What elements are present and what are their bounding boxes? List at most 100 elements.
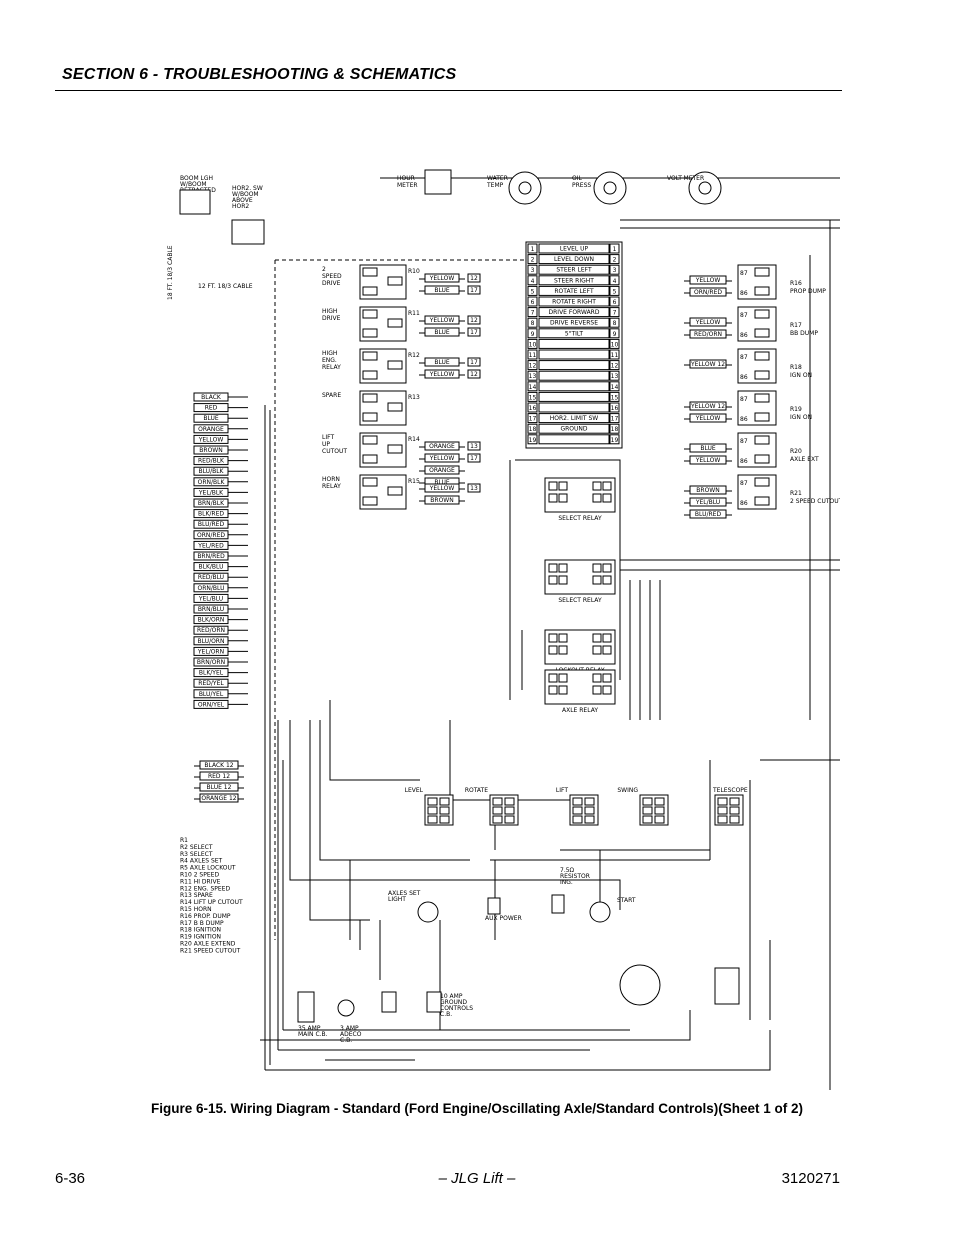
relay-wire-label: YELLOW (429, 275, 455, 282)
component-label: 18 FT. 18/3 CABLE (167, 245, 174, 300)
switch-pin (717, 806, 728, 815)
terminal-number-right (609, 338, 620, 349)
harness-wire-label: YEL/ORN (197, 648, 224, 655)
terminal-cell (538, 391, 610, 402)
bottom-wire-label-box (199, 771, 239, 781)
small-relay-pin (592, 575, 602, 585)
relay-id: R18 (790, 364, 802, 371)
terminal-number-left (527, 296, 538, 307)
relay-pin: 86 (740, 458, 748, 465)
switch-pin (504, 815, 515, 824)
terminal-cell (538, 402, 610, 413)
harness-wire-label: BLACK (201, 394, 222, 401)
terminal-label: ROTATE LEFT (554, 288, 594, 295)
boom-switch-icon (179, 189, 211, 215)
small-relay-pin (558, 685, 568, 695)
terminal-number-right (609, 349, 620, 360)
component-label: W/BOOM (232, 191, 259, 198)
terminal-number: 17 (611, 416, 619, 423)
terminal-number: 6 (613, 299, 617, 306)
terminal-cell (538, 254, 610, 265)
small-relay-label: SELECT RELAY (558, 515, 602, 522)
relay-contact (754, 393, 770, 403)
relay-pin: 86 (740, 500, 748, 507)
bottom-wire-label-box (199, 793, 239, 803)
relay-wire-label: ORANGE (429, 467, 455, 474)
terminal-number: 9 (613, 331, 617, 338)
small-relay-pin (602, 563, 612, 573)
relay-wire-label: YEL/BLU (695, 499, 720, 506)
terminal-cell (538, 423, 610, 434)
harness-wire-label: YEL/BLU (198, 595, 223, 602)
switch-pin (427, 815, 438, 824)
adeco-breaker-icon (337, 999, 355, 1017)
relay-wire-label: YELLOW (429, 317, 455, 324)
terminal-label: LEVEL UP (560, 246, 589, 253)
relay-terminal-box (467, 327, 481, 337)
relay-contact (387, 360, 403, 370)
harness-wire-label: ORN/BLU (198, 585, 225, 592)
relay-id: R20 (790, 448, 802, 455)
switch-pin (572, 815, 583, 824)
terminal-cell (538, 264, 610, 275)
harness-wire-label: BLK/RED (198, 511, 224, 518)
terminal-cell (538, 296, 610, 307)
relay-terminal: 13 (470, 443, 478, 450)
terminal-cell (538, 317, 610, 328)
relay-pin: 86 (740, 332, 748, 339)
terminal-number-left (527, 328, 538, 339)
terminal-label: DRIVE FORWARD (549, 309, 600, 316)
terminal-number: 19 (529, 437, 537, 444)
switch-pin (584, 815, 595, 824)
bottom-wire-label: RED 12 (208, 773, 230, 780)
component-label: C.B. (340, 1037, 352, 1044)
relay-pin: 87 (740, 312, 748, 319)
resistor-block-icon (551, 894, 565, 914)
harness-wire-label: BRN/ORN (197, 659, 225, 666)
bottom-wire-label: BLACK 12 (204, 762, 233, 769)
relay-label: HIGH (322, 350, 337, 357)
terminal-number: 3 (531, 267, 535, 274)
terminal-number-right (609, 296, 620, 307)
relay-contact (362, 267, 378, 277)
relay-contact (754, 267, 770, 277)
terminal-number: 13 (529, 373, 537, 380)
component-label: HOR2 (232, 203, 249, 210)
small-relay-pin (558, 481, 568, 491)
relay-wire-label-box (689, 329, 727, 339)
legend-entry: R3 SELECT (180, 851, 213, 858)
legend-entry: R16 PROP. DUMP (180, 913, 231, 920)
relay-label: AXLE EXT (790, 456, 819, 463)
relay-pin: 87 (740, 438, 748, 445)
header-divider (55, 90, 842, 91)
harness-wire-label: RED/BLK (198, 458, 225, 465)
relay-wire-label-box (689, 497, 727, 507)
terminal-number: 12 (611, 363, 619, 370)
terminal-number: 18 (529, 426, 537, 433)
switch-pin (642, 806, 653, 815)
terminal-number-right (609, 434, 620, 445)
relay-wire-label-box (424, 495, 460, 505)
relay-wire-label: BLUE (434, 479, 450, 486)
terminal-label: HOR2. LIMIT SW (550, 415, 598, 422)
legend-entry: R1 (180, 837, 188, 844)
terminal-cell (538, 275, 610, 286)
terminal-cell (538, 328, 610, 339)
small-relay-pin (548, 685, 558, 695)
breaker-icon (381, 991, 397, 1013)
small-relay-label: AXLE RELAY (562, 707, 598, 714)
bottom-wire-label-box (199, 760, 239, 770)
relay-terminal: 12 (470, 275, 478, 282)
relay-label: BB DUMP (790, 330, 818, 337)
terminal-number-left (527, 307, 538, 318)
small-relay-pin (602, 633, 612, 643)
relay-pin: 87 (740, 480, 748, 487)
terminal-label: STEER RIGHT (554, 277, 594, 284)
terminal-label: 5"TILT (565, 330, 584, 337)
page-number: 6-36 (55, 1170, 86, 1187)
relay-wire-label-box (689, 287, 727, 297)
relay-contact (362, 477, 378, 487)
relay-terminal-box (467, 285, 481, 295)
switch-label: ROTATE (465, 787, 488, 794)
